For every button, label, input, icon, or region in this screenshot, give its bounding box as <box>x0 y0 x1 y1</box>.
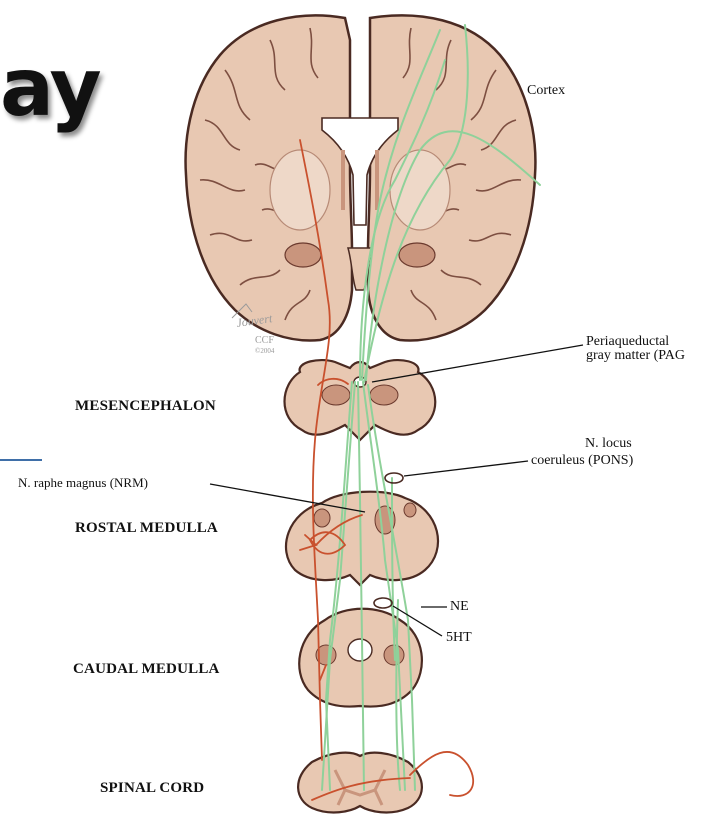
label-locus-line1: N. locus <box>585 436 632 451</box>
locus-coeruleus-marker <box>385 473 403 483</box>
label-pag-line1: Periaqueductal <box>586 334 669 349</box>
ne-5ht-fiber-marker <box>374 598 392 608</box>
label-ne: NE <box>450 599 469 614</box>
svg-text:©2004: ©2004 <box>255 347 275 355</box>
label-5ht: 5HT <box>446 630 472 645</box>
label-pag-line2: gray matter (PAG <box>586 348 685 363</box>
svg-text:CCF: CCF <box>255 335 274 346</box>
label-cortex: Cortex <box>527 83 565 98</box>
region-rostral-medulla: ROSTAL MEDULLA <box>75 520 218 537</box>
region-spinal-cord: SPINAL CORD <box>100 780 204 797</box>
label-locus-line2: coeruleus (PONS) <box>531 453 633 468</box>
region-caudal-medulla: CAUDAL MEDULLA <box>73 661 220 678</box>
label-nrm: N. raphe magnus (NRM) <box>18 476 148 490</box>
region-mesencephalon: MESENCEPHALON <box>75 398 216 415</box>
brain-coronal-section <box>186 15 536 340</box>
